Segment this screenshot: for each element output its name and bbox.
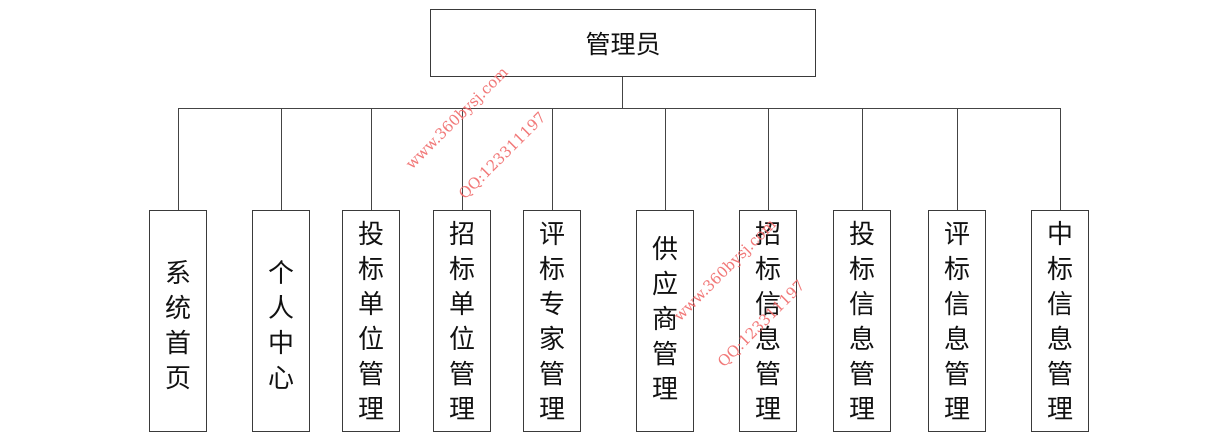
child-connector [371, 108, 372, 210]
node-label: 投标信息管理 [849, 220, 876, 425]
child-connector [957, 108, 958, 210]
node-label: 投标单位管理 [358, 220, 385, 425]
node-award-info-management: 中标信息管理 [1031, 210, 1089, 432]
child-connector [178, 108, 179, 210]
node-tender-info-management: 招标信息管理 [739, 210, 797, 432]
horizontal-bus [178, 108, 1061, 109]
node-bidder-management: 投标单位管理 [342, 210, 400, 432]
root-node-admin: 管理员 [430, 9, 816, 77]
node-supplier-management: 供应商管理 [636, 210, 694, 432]
child-connector [552, 108, 553, 210]
watermark-qq: QQ:123311197 [455, 108, 550, 203]
node-label: 个人中心 [268, 259, 295, 394]
child-connector [768, 108, 769, 210]
root-connector [622, 77, 623, 108]
child-connector [462, 108, 463, 210]
node-label: 供应商管理 [652, 235, 679, 405]
node-label: 中标信息管理 [1047, 220, 1074, 425]
node-bid-info-management: 投标信息管理 [833, 210, 891, 432]
node-expert-management: 评标专家管理 [523, 210, 581, 432]
org-chart: 管理员 系统首页 个人中心 投标单位管理 招标单位管理 评标专家管理 供应商管理… [149, 9, 1089, 432]
child-connector [1060, 108, 1061, 210]
node-label: 招标单位管理 [449, 220, 476, 425]
root-node-label: 管理员 [585, 30, 661, 59]
node-label: 评标信息管理 [944, 220, 971, 425]
node-label: 系统首页 [165, 259, 192, 394]
node-system-home: 系统首页 [149, 210, 207, 432]
node-evaluation-info-management: 评标信息管理 [928, 210, 986, 432]
node-label: 评标专家管理 [539, 220, 566, 425]
node-tenderer-management: 招标单位管理 [433, 210, 491, 432]
child-connector [862, 108, 863, 210]
node-personal-center: 个人中心 [252, 210, 310, 432]
child-connector [281, 108, 282, 210]
child-connector [665, 108, 666, 210]
